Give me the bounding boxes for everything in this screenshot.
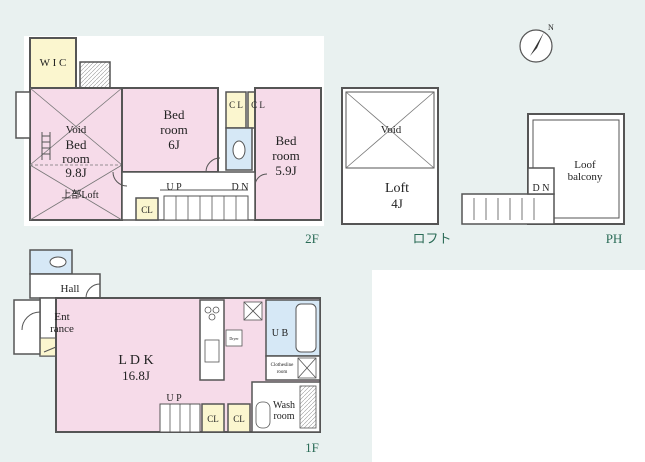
label-cl-small: CL [141,205,153,215]
loft-void-diag-2 [345,91,435,169]
label-cl-b: C L [251,100,265,110]
label-ldk-size: 16.8J [122,368,150,383]
closet-1f-a [201,403,225,433]
ph-stair-top [527,167,555,195]
closet-2f-a [225,91,247,129]
label-loft-size: 4J [391,196,403,211]
label-wic: W I C [40,57,67,69]
label-entrance-line1: Ent [54,311,69,323]
label-dn-2f: D N [232,182,249,193]
compass-icon: N [519,23,554,63]
label-bed2-size: 6J [168,137,180,152]
label-up-1f: U P [166,393,182,404]
label-ph-balcony-line2: balcony [568,171,603,183]
label-bed3-size: 5.9J [275,163,296,178]
void-diagonal-2 [29,87,123,166]
label-bed1-line2: room [62,151,89,166]
toilet-1f-icon [49,256,67,268]
floor-ph: Loof balcony D N PH [461,113,625,246]
label-void-2f: Void [66,124,87,136]
door-arc-1f-hall [85,283,101,299]
label-cl-1f-b: CL [233,414,245,424]
label-entrance-line2: rance [50,323,74,335]
stairs-1f [159,403,201,433]
floor-label-1f: 1F [305,440,319,455]
floor-label-loft: ロフト [412,231,451,246]
label-bed2-line1: Bed [164,107,185,122]
room-bedroom-6 [121,87,219,173]
hall-1f [29,273,101,299]
label-bed3-line2: room [272,148,299,163]
label-wash-line2: room [273,411,294,422]
door-arc-2f-1 [205,157,221,173]
label-ldk: L D K [118,353,153,368]
label-clothesline-line2: room [277,370,288,375]
background-panel-blank [372,270,645,462]
floor-2f: W I C Void Bed room 9.8J 上部Loft Bed room… [15,36,324,246]
closet-1f-b [227,403,251,433]
toilet-2f-icon [232,140,246,160]
dryer-box [225,329,243,347]
floor-label-2f: 2F [305,231,319,246]
ladder-2f [41,132,51,160]
room-bedroom-5-9 [254,87,322,221]
label-wash-line1: Wash [273,400,295,411]
label-ph-balcony-line1: Loof [574,159,596,171]
floor-1f: Dryer Hall Ent rance L D K 16.8J U B C [13,249,321,455]
floor-label-ph: PH [606,231,623,246]
label-bed1-size: 9.8J [65,165,86,180]
porch [13,299,41,355]
wash-basin [255,401,271,429]
storage-2f [79,61,111,89]
door-arc-entrance [21,311,41,331]
label-bed3-line1: Bed [276,133,297,148]
stairs-ph [473,198,535,220]
label-bed1-line1: Bed [66,137,87,152]
label-dryer: Dryer [229,336,239,341]
loft-diagonal-2 [29,164,123,221]
label-ub: U B [272,328,289,339]
label-up-2f: U P [166,182,182,193]
door-arc-2f-3 [254,173,268,187]
ph-stair-area [461,193,555,225]
room-wic [29,37,77,89]
label-bed2-line2: room [160,122,187,137]
bathtub [295,303,317,353]
closet-2f-small [135,197,159,221]
stairs-2f [160,189,249,221]
label-cl-a: C L [229,100,243,110]
label-loft-void: Void [381,124,402,136]
svg-text:N: N [548,23,554,32]
label-loft: Loft [385,181,409,196]
label-cl-1f-a: CL [207,414,219,424]
door-arc-2f-2 [112,171,128,187]
label-bed1-loft: 上部Loft [61,188,98,201]
balcony-2f-left [15,91,31,139]
floor-loft: Void Loft 4J ロフト [341,87,452,246]
label-clothesline-line1: Clothesline [271,363,295,368]
label-hall: Hall [61,283,80,295]
kitchen-sink [204,339,220,363]
label-dn-ph: D N [533,183,550,194]
